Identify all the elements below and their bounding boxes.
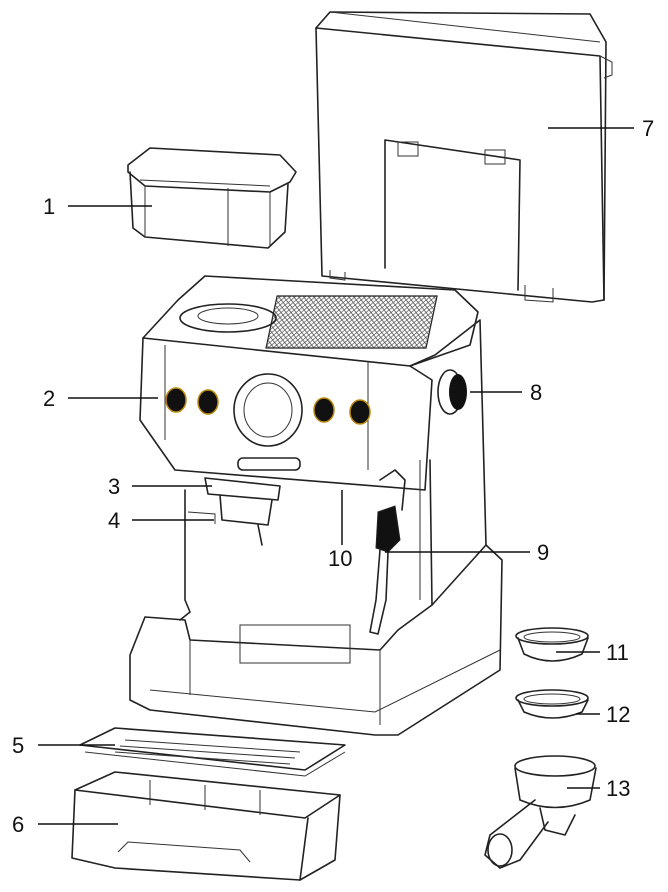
front-knob-1 — [165, 387, 187, 413]
portafilter — [484, 755, 597, 869]
front-knob-3 — [313, 397, 335, 423]
callout-13: 13 — [606, 776, 630, 801]
drip-tray-cover — [79, 727, 346, 777]
callout-10: 10 — [328, 546, 352, 571]
leader-lines — [38, 127, 634, 825]
front-knob-4 — [349, 399, 371, 425]
callout-2: 2 — [43, 386, 55, 411]
callout-1: 1 — [43, 194, 55, 219]
machine-body — [129, 275, 503, 736]
bean-hopper — [127, 147, 297, 249]
callout-6: 6 — [12, 812, 24, 837]
front-knob-2 — [197, 389, 219, 415]
filter-basket-double — [515, 689, 589, 719]
drip-tray — [71, 771, 341, 881]
callout-labels: 1 2 3 4 5 6 7 8 9 10 11 12 13 — [12, 116, 654, 837]
callout-7: 7 — [642, 116, 654, 141]
callout-9: 9 — [537, 540, 549, 565]
water-tank — [315, 11, 613, 303]
filter-basket-single — [515, 627, 589, 662]
callout-11: 11 — [606, 640, 629, 665]
callout-12: 12 — [606, 702, 630, 727]
callout-3: 3 — [108, 474, 120, 499]
callout-5: 5 — [12, 733, 24, 758]
callout-4: 4 — [108, 508, 120, 533]
callout-8: 8 — [530, 380, 542, 405]
